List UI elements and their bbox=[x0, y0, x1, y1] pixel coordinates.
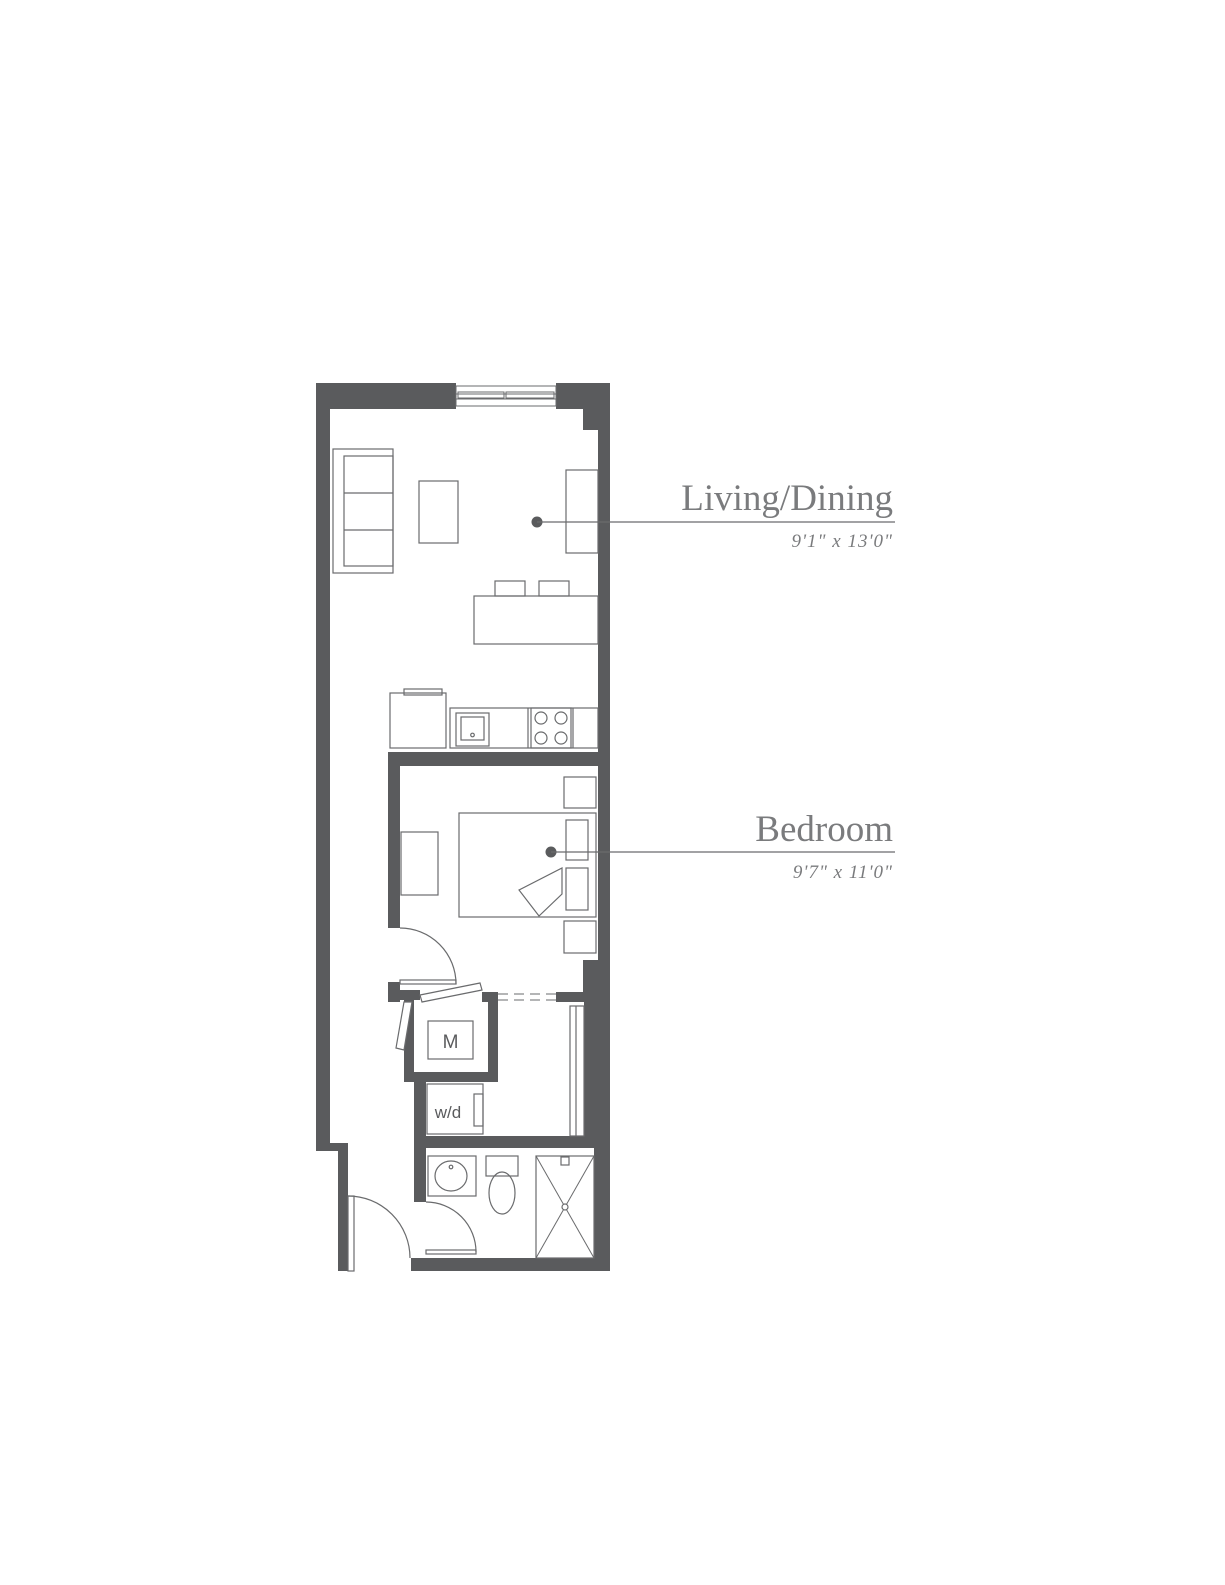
desk bbox=[400, 831, 439, 896]
kitchen-sink-icon bbox=[455, 712, 490, 747]
exterior-walls bbox=[316, 383, 610, 1271]
nightstand-bottom bbox=[563, 920, 597, 954]
sliding-door bbox=[498, 993, 585, 1137]
room-name-living-dining: Living/Dining bbox=[681, 478, 893, 519]
sofa bbox=[332, 448, 394, 574]
bathroom-door bbox=[425, 1201, 477, 1255]
cooktop-icon bbox=[530, 707, 572, 749]
media-console bbox=[565, 469, 599, 554]
room-dims-living-dining: 9'1" x 13'0" bbox=[791, 531, 893, 552]
mechanical-unit: M bbox=[427, 1020, 474, 1060]
mechanical-label: M bbox=[443, 1032, 459, 1053]
nightstand-top bbox=[563, 776, 597, 809]
room-name-bedroom: Bedroom bbox=[755, 809, 893, 850]
shower-icon bbox=[535, 1155, 595, 1259]
bathroom-sink-icon bbox=[427, 1155, 477, 1197]
entry-door bbox=[347, 1195, 411, 1272]
washer-dryer: w/d bbox=[426, 1083, 484, 1135]
kitchen-counter bbox=[389, 688, 599, 749]
toilet-icon bbox=[485, 1155, 519, 1215]
coffee-table bbox=[418, 480, 459, 544]
bed bbox=[458, 812, 597, 918]
closet-door bbox=[395, 982, 483, 1051]
kitchen-island bbox=[473, 580, 599, 645]
living-dining-label: Living/Dining 9'1" x 13'0" bbox=[531, 478, 895, 552]
bedroom-door bbox=[399, 927, 457, 985]
washer-dryer-label: w/d bbox=[434, 1103, 461, 1122]
window-top bbox=[455, 385, 557, 407]
interior-walls bbox=[388, 752, 610, 1202]
bedroom-label: Bedroom 9'7" x 11'0" bbox=[545, 809, 895, 883]
room-dims-bedroom: 9'7" x 11'0" bbox=[793, 862, 893, 883]
